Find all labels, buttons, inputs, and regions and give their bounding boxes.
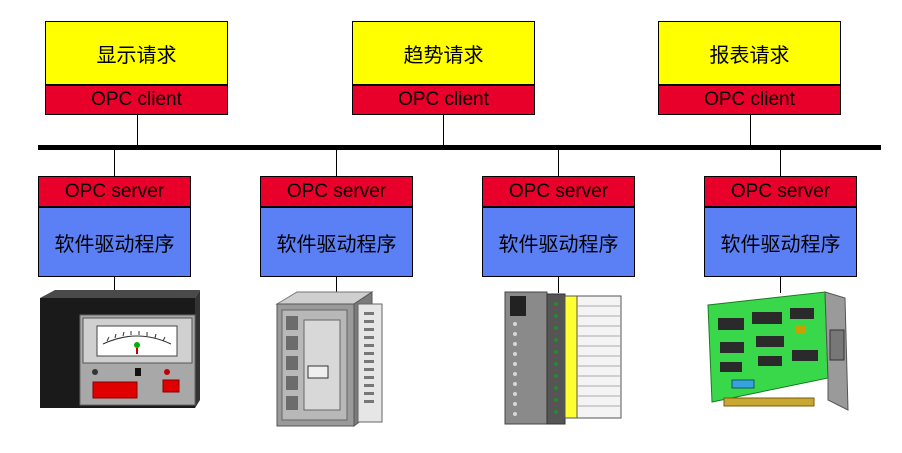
opc-client-box: OPC client	[658, 85, 841, 115]
driver-box: 软件驱动程序	[260, 207, 413, 277]
device-connector-line	[336, 277, 337, 293]
interface-card-icon	[707, 291, 849, 411]
request-label: 报表请求	[709, 42, 790, 67]
client-connector-line	[443, 114, 444, 146]
device-connector-line	[558, 277, 559, 293]
opc-server-box: OPC server	[38, 176, 191, 207]
driver-label: 软件驱动程序	[276, 231, 397, 256]
request-box-display: 显示请求	[45, 21, 228, 85]
client-connector-line	[137, 114, 138, 146]
driver-label: 软件驱动程序	[498, 231, 619, 256]
io-module-icon	[504, 291, 622, 425]
request-box-report: 报表请求	[658, 21, 841, 85]
server-connector-line	[336, 150, 337, 177]
network-bus	[38, 145, 881, 150]
driver-box: 软件驱动程序	[482, 207, 635, 277]
opc-client-label: OPC client	[91, 89, 182, 110]
opc-server-label: OPC server	[286, 180, 387, 202]
driver-label: 软件驱动程序	[54, 231, 175, 256]
opc-server-label: OPC server	[64, 180, 165, 202]
request-label: 趋势请求	[403, 42, 484, 67]
driver-box: 软件驱动程序	[704, 207, 857, 277]
opc-client-box: OPC client	[352, 85, 535, 115]
opc-server-box: OPC server	[260, 176, 413, 207]
opc-client-label: OPC client	[398, 89, 489, 110]
client-connector-line	[750, 114, 751, 146]
server-connector-line	[780, 150, 781, 177]
device-connector-line	[114, 277, 115, 293]
server-connector-line	[558, 150, 559, 177]
opc-server-label: OPC server	[730, 180, 831, 202]
opc-client-box: OPC client	[45, 85, 228, 115]
request-label: 显示请求	[96, 42, 177, 67]
request-box-trend: 趋势请求	[352, 21, 535, 85]
opc-server-box: OPC server	[704, 176, 857, 207]
driver-label: 软件驱动程序	[720, 231, 841, 256]
server-connector-line	[114, 150, 115, 177]
panel-meter-icon	[40, 290, 200, 408]
opc-client-label: OPC client	[704, 89, 795, 110]
plc-rack-icon	[275, 291, 383, 428]
opc-server-box: OPC server	[482, 176, 635, 207]
opc-server-label: OPC server	[508, 180, 609, 202]
device-connector-line	[780, 277, 781, 293]
driver-box: 软件驱动程序	[38, 207, 191, 277]
